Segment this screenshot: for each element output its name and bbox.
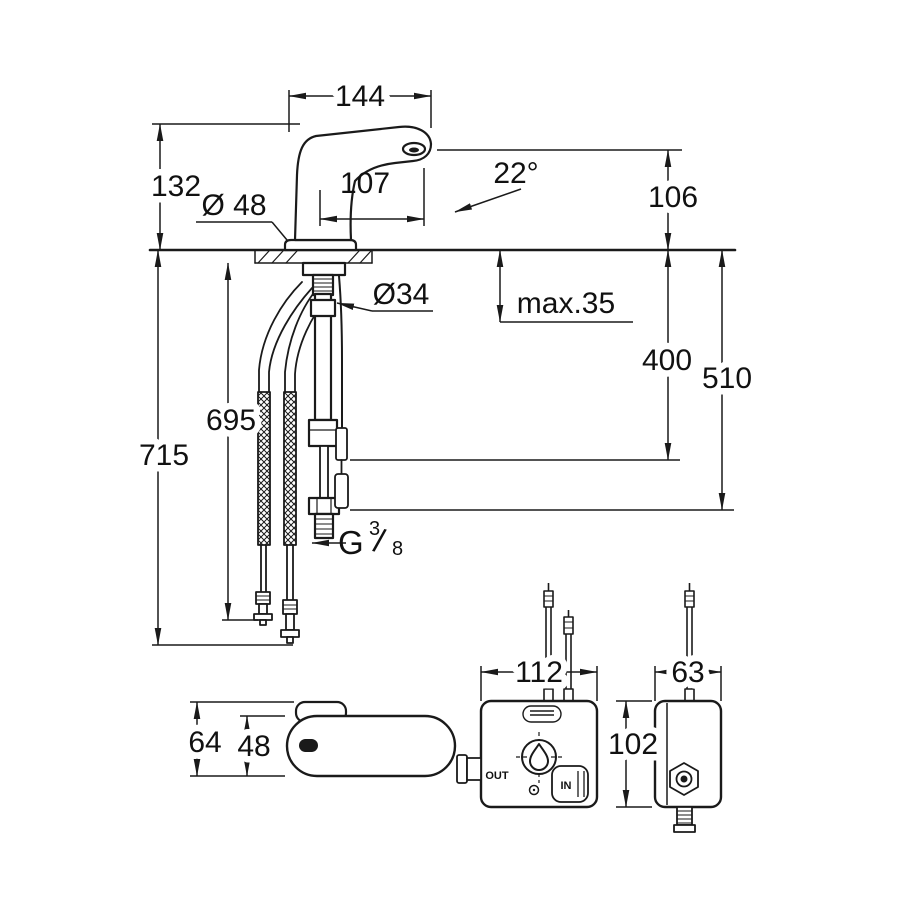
faucet-side-view bbox=[148, 125, 737, 644]
in-label: IN bbox=[561, 780, 572, 792]
dim-400-label: 400 bbox=[642, 344, 692, 377]
dim-spout-width bbox=[288, 90, 432, 132]
dim-box-height bbox=[616, 700, 652, 808]
dim-63-label: 63 bbox=[671, 656, 704, 689]
thread-denominator: 8 bbox=[392, 538, 403, 560]
out-label: OUT bbox=[485, 770, 509, 782]
dim-107-label: 107 bbox=[340, 167, 390, 200]
dim-48-label: 48 bbox=[237, 730, 270, 763]
supply-hoses bbox=[253, 281, 329, 644]
dim-shank-diameter bbox=[336, 302, 433, 312]
dim-132-label: 132 bbox=[151, 170, 201, 203]
outlet-fitting bbox=[669, 762, 699, 833]
dim-height-above-deck bbox=[152, 123, 300, 251]
top-view-body bbox=[285, 714, 457, 778]
dim-64-label: 64 bbox=[188, 726, 221, 759]
dim-top-view bbox=[190, 701, 294, 777]
in-port bbox=[551, 765, 589, 803]
faucet-body bbox=[283, 125, 433, 252]
out-port bbox=[456, 754, 482, 784]
mounting-shank bbox=[301, 261, 347, 540]
drop-icon bbox=[516, 732, 562, 783]
dim-695-label: 695 bbox=[206, 404, 256, 437]
dim-112-label: 112 bbox=[515, 656, 563, 689]
sensor-slot-icon bbox=[299, 739, 318, 752]
dim-outlet-height bbox=[437, 149, 682, 251]
thread-numerator: 3 bbox=[369, 518, 380, 540]
dim-max-deck-thickness bbox=[496, 249, 633, 323]
deck-hatch bbox=[257, 250, 372, 264]
dim-dia34-label: Ø34 bbox=[373, 278, 430, 311]
side-hose-end bbox=[684, 583, 695, 689]
thread-g: G bbox=[338, 524, 364, 561]
dim-102-label: 102 bbox=[608, 728, 658, 761]
sensor-cable bbox=[334, 275, 349, 509]
dim-max35-label: max.35 bbox=[517, 287, 615, 320]
screw-icon bbox=[528, 784, 540, 796]
dim-144-label: 144 bbox=[335, 80, 385, 113]
grille-icon bbox=[522, 705, 562, 723]
control-box-front bbox=[456, 583, 599, 809]
dim-total-below bbox=[152, 249, 293, 646]
sensor-window-icon bbox=[401, 141, 427, 157]
dim-dia48-label: Ø 48 bbox=[201, 189, 266, 222]
dim-angle-label: 22° bbox=[493, 157, 538, 190]
dim-base-diameter bbox=[196, 221, 288, 241]
control-box-side bbox=[616, 583, 723, 833]
dim-hose-length bbox=[222, 262, 258, 621]
dim-box-depth bbox=[654, 666, 722, 701]
dim-plug-cable bbox=[350, 249, 734, 511]
dim-box-width bbox=[480, 666, 598, 701]
dim-715-label: 715 bbox=[139, 439, 189, 472]
thread-label: G 3 / 8 bbox=[338, 518, 403, 561]
dim-sensor-cable bbox=[350, 249, 680, 461]
dim-spout-angle bbox=[454, 188, 522, 213]
dim-spout-reach bbox=[319, 168, 425, 226]
faucet-top-view bbox=[190, 700, 457, 778]
box-hose-ends bbox=[543, 583, 574, 689]
dimensions-main bbox=[152, 90, 734, 646]
dim-510-label: 510 bbox=[702, 362, 752, 395]
dim-106-label: 106 bbox=[648, 181, 698, 214]
deck-section bbox=[148, 248, 737, 264]
